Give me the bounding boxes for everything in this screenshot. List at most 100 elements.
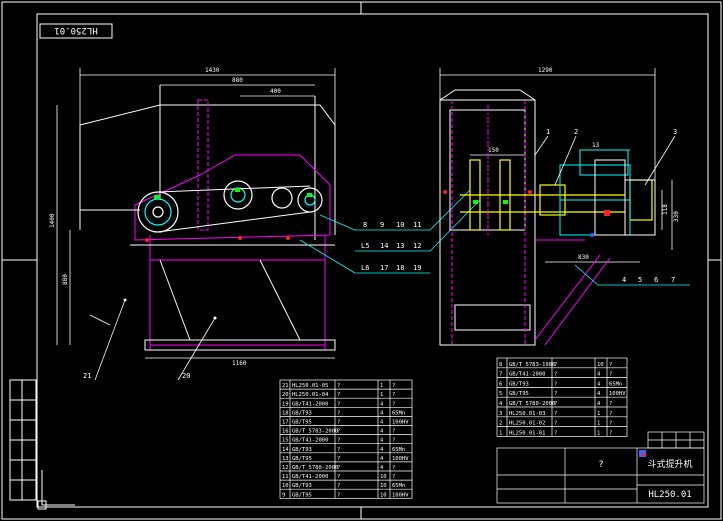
bom-left-cell: 4 [380,401,384,407]
callout-7: 7 [671,276,675,284]
bom-left-cell: ? [337,392,340,398]
bom-left-cell: 10 [380,492,387,498]
dim-330: 330 [673,211,680,222]
bom-left-cell: GB/T41-2000 [292,438,328,444]
bom-right-cell: HL250.01-03 [509,411,545,417]
bom-left-cell: ? [392,438,395,444]
bom-left-cell: 65Mn [392,483,405,489]
bom-right-cell: 4 [597,391,601,397]
bom-right-cell: 1 [499,430,502,436]
callout-21: 21 [83,372,91,380]
bom-right-cell: 4 [499,401,503,407]
bom-left-cell: 13 [282,456,289,462]
callout-18: 18 [396,264,404,272]
callout-16: L6 [361,264,369,272]
callout-rows: 8 9 10 11 L5 14 13 12 L6 17 18 19 [299,189,481,274]
bom-left-cell: ? [392,474,395,480]
bom-left-cell: 21 [282,383,289,389]
bom-left-cell: 100HV [392,492,409,498]
bom-right-cell: 65Mn [609,381,622,387]
bom-left-cell: HL250.01-04 [292,392,329,398]
callout-4: 4 [622,276,626,284]
bom-right-cell: 5 [499,391,502,397]
bom-left-cell: 4 [380,465,384,471]
bom-left-cell: GB/T93 [292,483,312,489]
bom-right-cell: ? [554,381,557,387]
callout-9: 9 [380,221,384,229]
bom-left-cell: ? [337,383,340,389]
bom-right-cell: GB/T 5783-1986 [509,362,555,368]
callout-6: 6 [654,276,658,284]
bom-left-cell: ? [337,465,340,471]
bom-left-cell: 10 [380,483,387,489]
bom-left-cell: 100HV [392,420,409,426]
bom-left-cell: GB/T93 [292,447,312,453]
dim-880-v: 880 [62,274,69,285]
bom-left-cell: ? [337,456,340,462]
bom-left-cell: 4 [380,456,384,462]
bom-left-cell: GB/T 5783-2000 [292,429,338,435]
bom-left-cell: 9 [282,492,285,498]
callout-13: 13 [396,242,404,250]
bom-left-cell: 65Mn [392,447,405,453]
callout-1: 1 [546,128,550,136]
bom-left-cell: 100HV [392,456,409,462]
bom-left-cell: ? [337,447,340,453]
callout-14: 14 [380,242,388,250]
callout-17: 17 [380,264,388,272]
bom-left-cell: 16 [282,429,289,435]
bom-left-cell: GB/T41-2000 [292,401,328,407]
bom-left-cell: 1 [380,383,383,389]
callout-12: 12 [413,242,421,250]
bom-right-cell: ? [554,362,557,368]
callout-11: 11 [413,221,421,229]
title-block-sub: ? [598,460,603,470]
bom-left-cell: GB/T41-2000 [292,474,328,480]
title-stamp: HL250.01 [39,23,113,39]
front-view: 1430 880 400 1400 880 1160 [49,67,336,381]
bom-left-cell: GB/T95 [292,456,312,462]
bom-right-cell: GB/T 5780-2000 [509,401,555,407]
bom-left-cell: ? [337,420,340,426]
dim-1400: 1400 [49,213,56,228]
dim-400: 400 [270,88,281,95]
bom-left-cell: 19 [282,401,289,407]
bom-right-cell: 3 [499,411,502,417]
bom-right-cell: 100HV [609,391,626,397]
bom-left-cell: ? [392,465,395,471]
bom-left-cell: GB/T95 [292,420,312,426]
bom-left-cell: ? [337,401,340,407]
bom-left-cell: ? [337,410,340,416]
bom-left-cell: 14 [282,447,289,453]
dim-13: 13 [592,142,600,149]
bom-left-cell: ? [392,401,395,407]
bom-left-cell: ? [392,392,395,398]
bom-right-cell: GB/T41-2000 [509,372,545,378]
bom-right-cell: 4 [597,401,601,407]
bom-right-cell: 7 [499,372,502,378]
bom-right-cell: ? [609,401,612,407]
bom-left-cell: 4 [380,429,384,435]
bom-right-cell: 10 [597,362,604,368]
callout-10: 10 [396,221,404,229]
bom-right-cell: 4 [597,372,601,378]
bom-left-cell: 4 [380,420,384,426]
dim-1290: 1290 [538,67,553,74]
callout-5: 5 [638,276,642,284]
bom-left-cell: GB/T 5780-2000 [292,465,338,471]
bom-right-cell: 8 [499,362,502,368]
dim-880: 880 [232,77,243,84]
bom-left-cell: 15 [282,438,289,444]
bom-left-cell: 4 [380,438,384,444]
bom-left-cell: 10 [380,474,387,480]
bom-right-cell: ? [609,362,612,368]
bom-left-cell: 4 [380,447,384,453]
bom-left-cell: 20 [282,392,289,398]
bom-left-cell: 1 [380,392,383,398]
dim-1160: 1160 [232,360,247,367]
bom-right-cell: 6 [499,381,502,387]
bom-left-cell: ? [392,429,395,435]
